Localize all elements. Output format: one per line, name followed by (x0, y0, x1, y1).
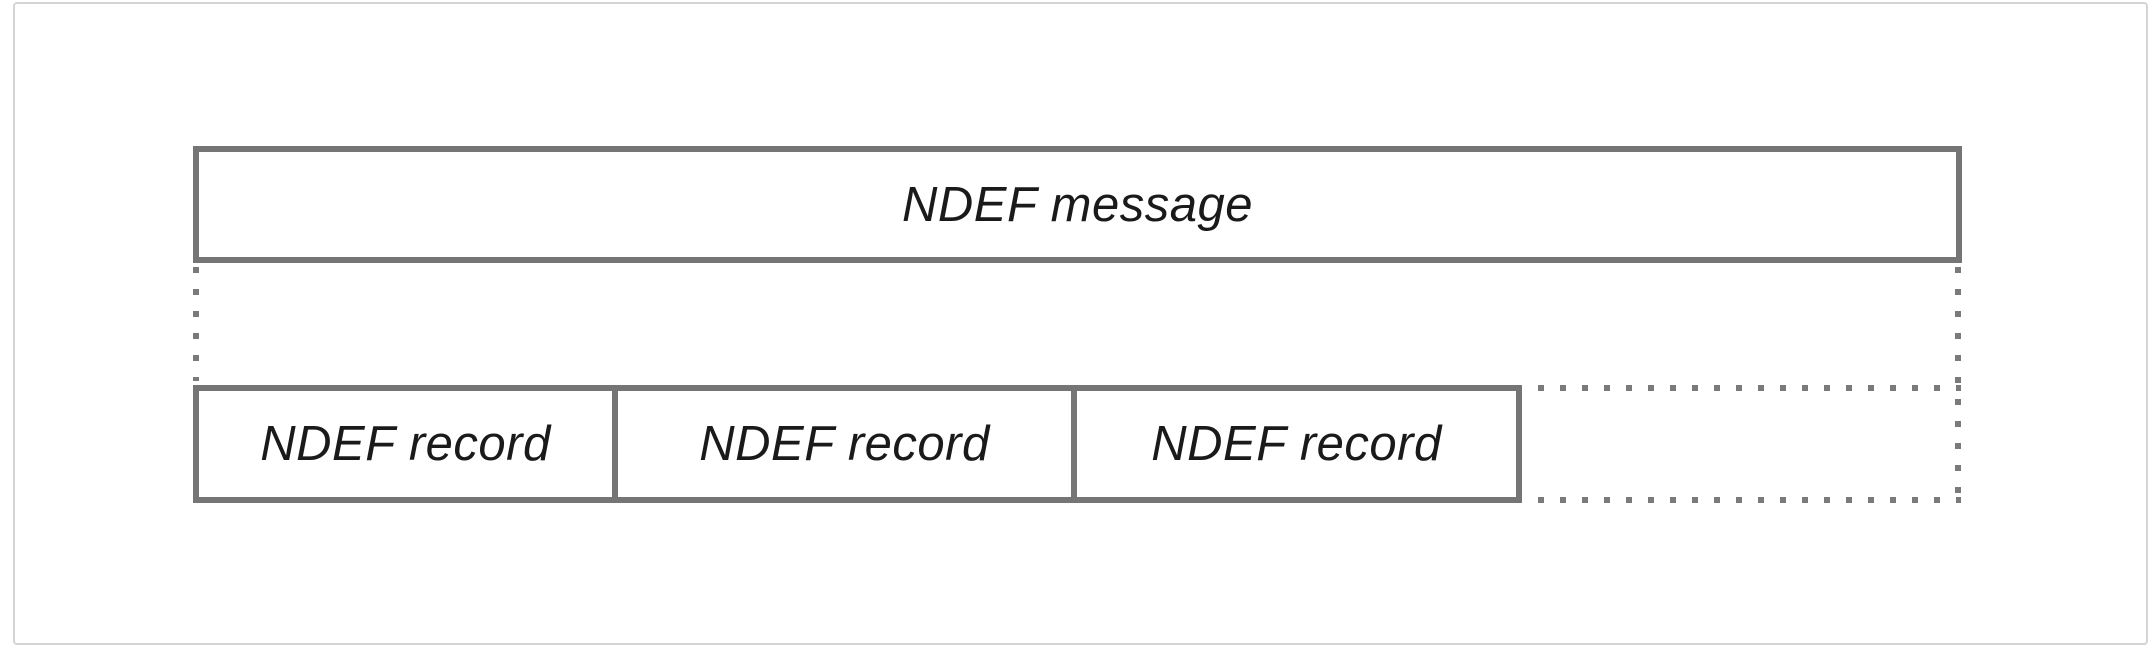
ndef-record-box-2: NDEF record (612, 385, 1077, 503)
diagram-outer-frame (13, 2, 2148, 645)
ndef-message-box: NDEF message (193, 146, 1962, 263)
ndef-record-label-2: NDEF record (699, 417, 990, 471)
ndef-record-label-1: NDEF record (260, 417, 551, 471)
ndef-record-box-3: NDEF record (1071, 385, 1522, 503)
dotted-connector-left (193, 267, 199, 381)
dotted-continuation-bottom (1538, 497, 1961, 503)
dotted-continuation-top (1538, 385, 1961, 391)
ndef-record-box-1: NDEF record (193, 385, 618, 503)
ndef-record-label-3: NDEF record (1151, 417, 1442, 471)
ndef-message-label: NDEF message (902, 177, 1253, 232)
